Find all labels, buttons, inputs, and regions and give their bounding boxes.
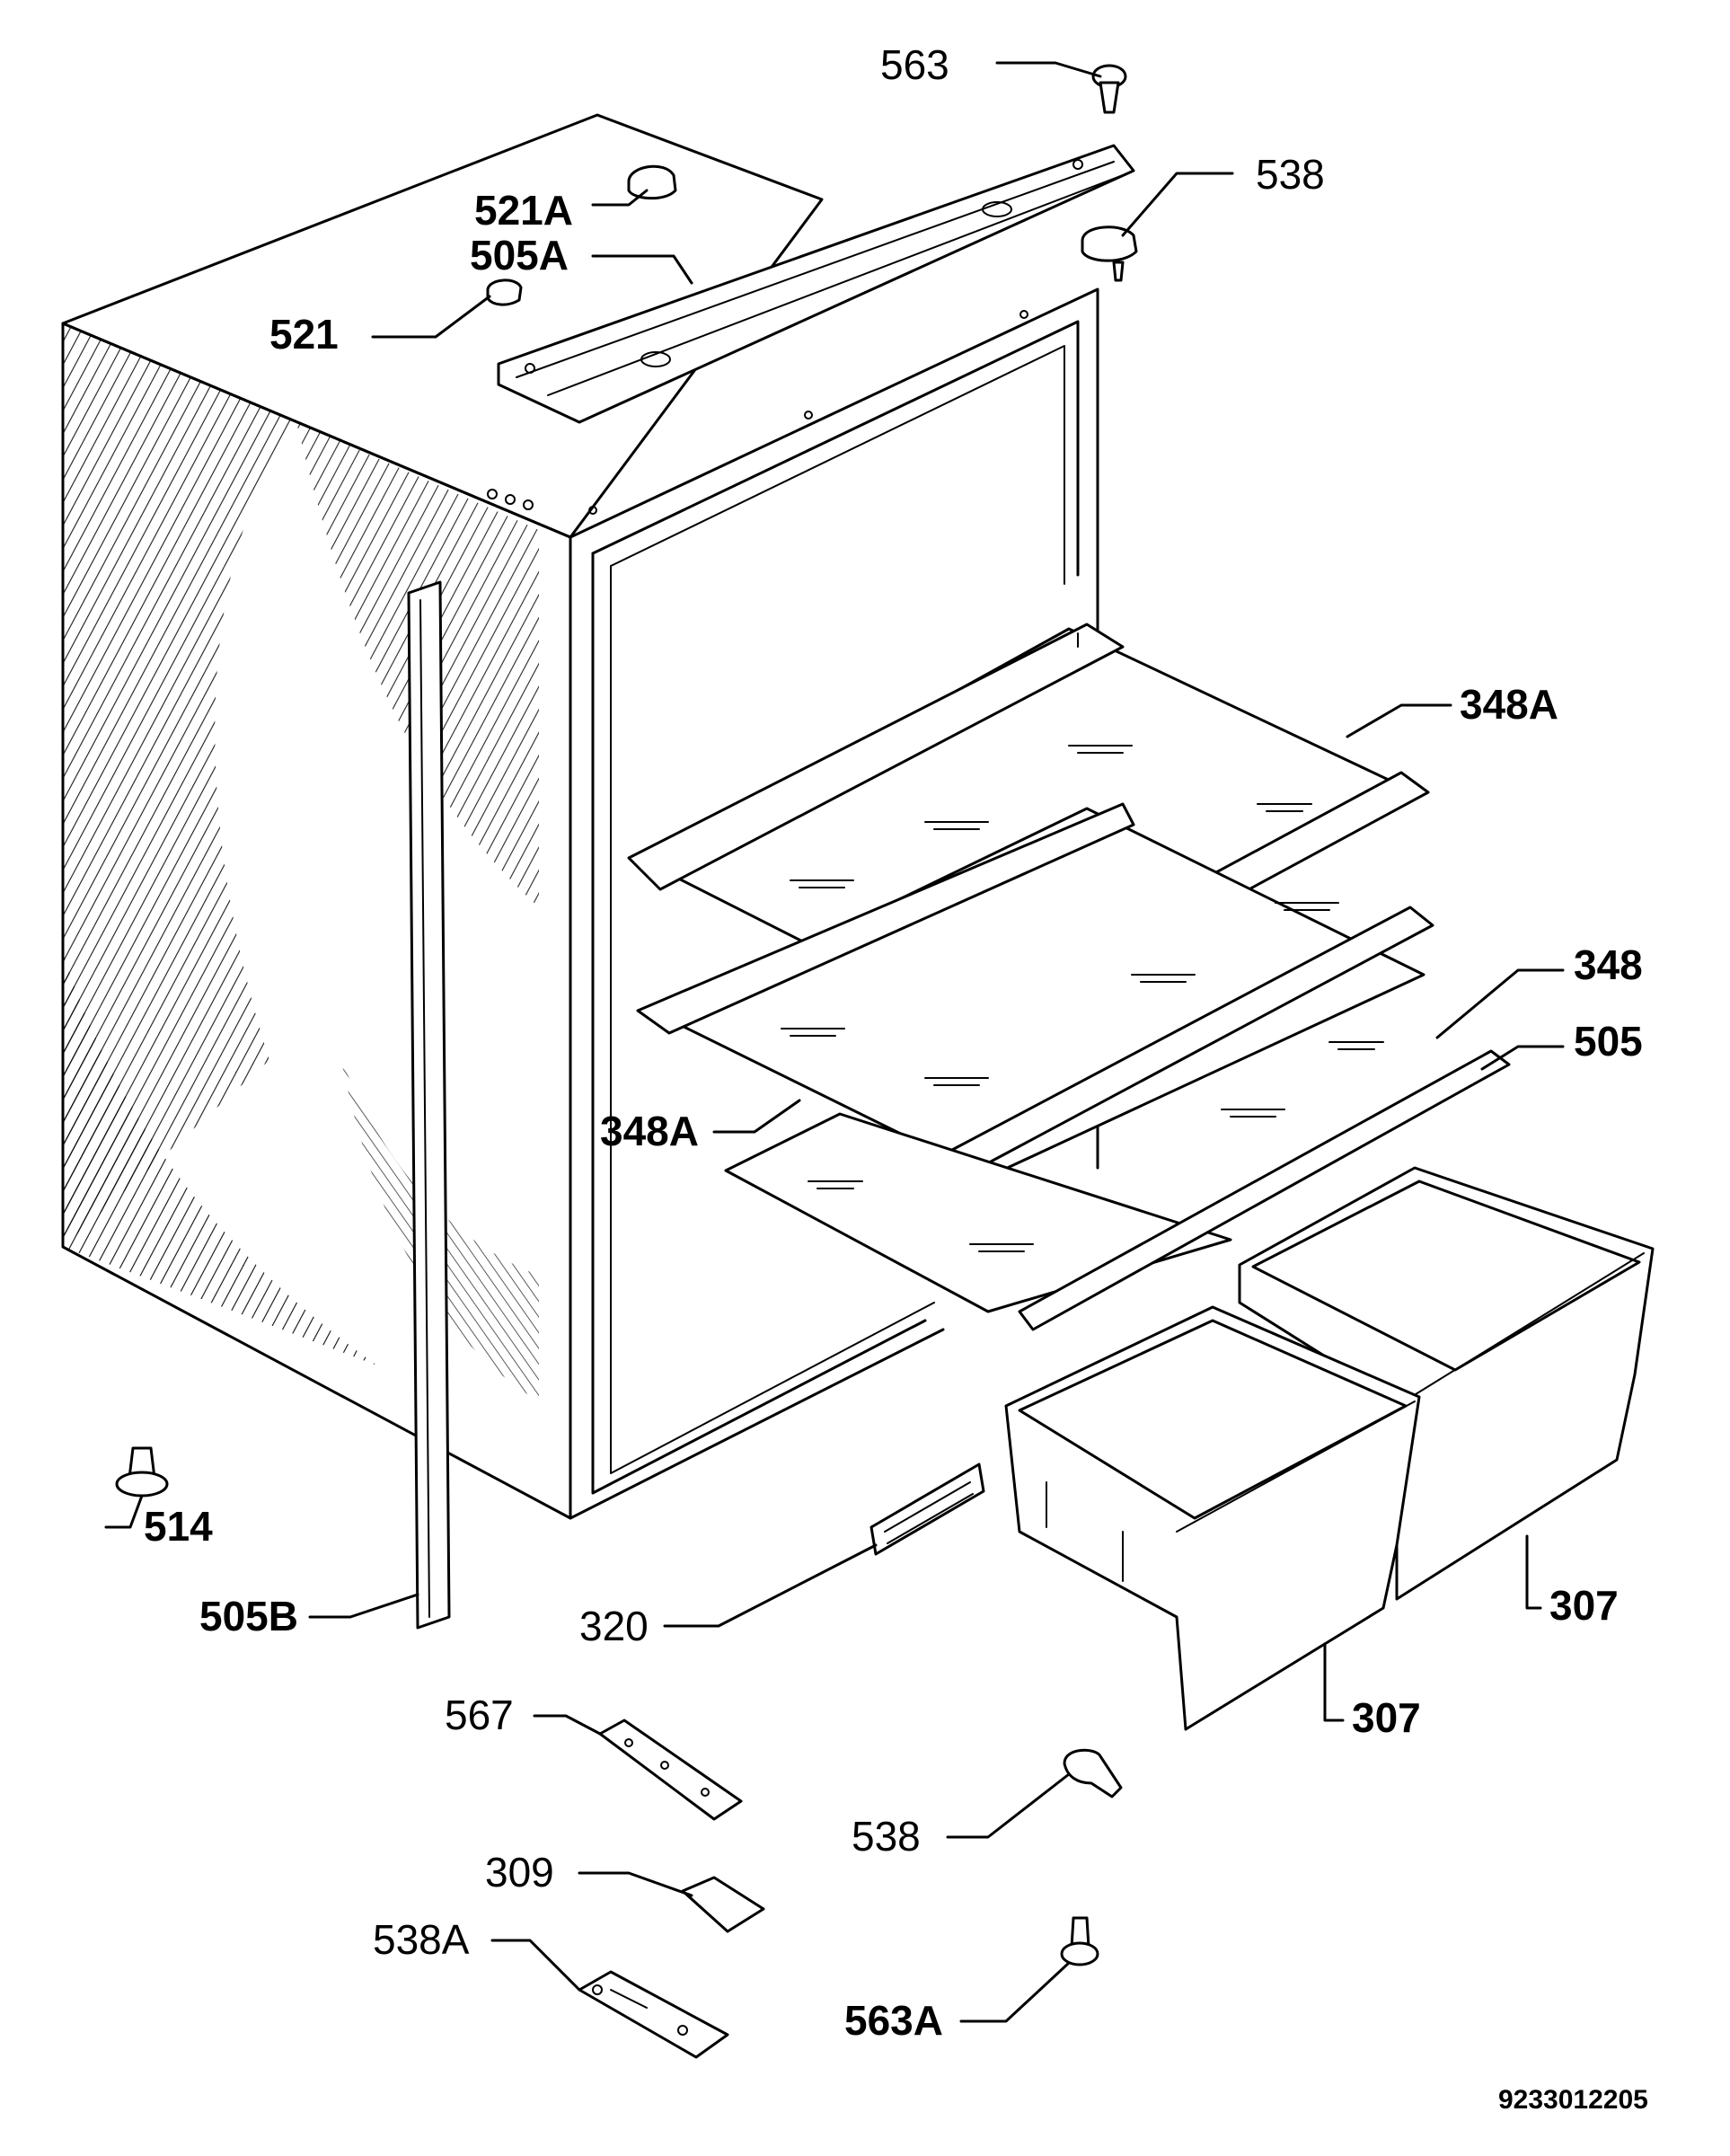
label-538a: 538A: [373, 1916, 470, 1963]
cap-521a: [627, 164, 677, 200]
label-307-right: 307: [1549, 1582, 1619, 1629]
label-521: 521: [269, 311, 339, 358]
label-320: 320: [579, 1603, 649, 1649]
label-309: 309: [485, 1849, 554, 1895]
label-538-bottom: 538: [852, 1813, 921, 1860]
door-seal-strip-505b: [407, 580, 451, 1630]
label-567: 567: [445, 1692, 514, 1738]
label-348a-top: 348A: [1460, 681, 1558, 728]
cap-521: [486, 278, 523, 306]
screw-563a: [1060, 1916, 1099, 1966]
hinge-pin-538-bottom: [1063, 1748, 1123, 1798]
label-307-front: 307: [1352, 1694, 1421, 1741]
hinge-538a: [578, 1970, 729, 2059]
leveling-foot-514: [115, 1446, 169, 1498]
label-538-top: 538: [1256, 151, 1325, 198]
part-labels: 563 538 521A 505A 521 348A 348 505 348A …: [144, 41, 1648, 2115]
label-505: 505: [1574, 1018, 1643, 1065]
label-348: 348: [1574, 941, 1643, 988]
label-521a: 521A: [474, 187, 573, 234]
bracket-567: [598, 1719, 743, 1821]
crisper-box-307-front: [1004, 1305, 1421, 1731]
crisper-box-307-right: [1238, 1166, 1655, 1601]
strip-505: [1018, 1049, 1511, 1331]
cover-309: [681, 1876, 765, 1933]
label-514: 514: [144, 1503, 213, 1550]
vent-grille-320: [869, 1462, 985, 1556]
glass-plate-348: [724, 1112, 1232, 1313]
glass-shelf-348a-middle: [636, 802, 1434, 1179]
label-348a-middle: 348A: [600, 1108, 699, 1154]
label-505a: 505A: [470, 232, 569, 278]
drawing-code: 9233012205: [1498, 2085, 1648, 2115]
hinge-pin-538-top: [1081, 225, 1138, 282]
leader-lines: [104, 61, 1565, 2023]
label-563: 563: [880, 41, 949, 88]
label-563a: 563A: [844, 1997, 943, 2044]
hinge-bracket-505a: [497, 144, 1135, 424]
label-505b: 505B: [199, 1593, 298, 1639]
screw-563: [1091, 64, 1127, 114]
